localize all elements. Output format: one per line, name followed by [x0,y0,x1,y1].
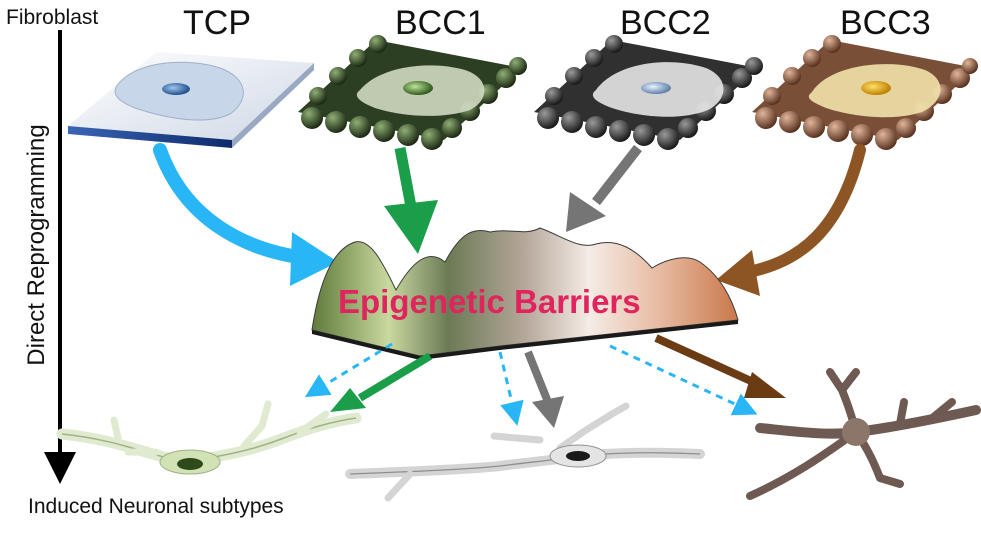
fibroblast-label: Fibroblast [6,6,99,29]
arrow-to-neuron-1 [304,342,433,412]
substrate-bcc1 [298,35,527,150]
arrow-bcc2 [566,144,642,232]
substrate-tcp [68,52,314,148]
substrate-bcc3 [752,35,978,150]
neuron-bcc3 [746,368,981,500]
substrate-bcc2 [534,35,763,150]
tcp-label: TCP [183,4,251,42]
bcc2-label: BCC2 [620,4,711,42]
arrow-to-neuron-3 [609,334,786,416]
arrow-to-neuron-2 [498,350,564,428]
bcc1-label: BCC1 [395,4,486,42]
arrow-bcc1 [384,146,438,254]
neuron-bcc1 [56,400,362,475]
direct-reprogramming-label: Direct Reprogramming [23,124,50,366]
induced-neuronal-subtypes-label: Induced Neuronal subtypes [28,495,284,518]
epigenetic-barriers-label: Epigenetic Barriers [338,283,641,320]
arrow-tcp [153,143,338,286]
epigenetic-barrier-landscape [311,227,739,360]
bcc3-label: BCC3 [840,4,931,42]
process-arrow [44,30,76,484]
neuron-bcc2 [345,402,705,502]
arrow-bcc3 [716,144,866,296]
